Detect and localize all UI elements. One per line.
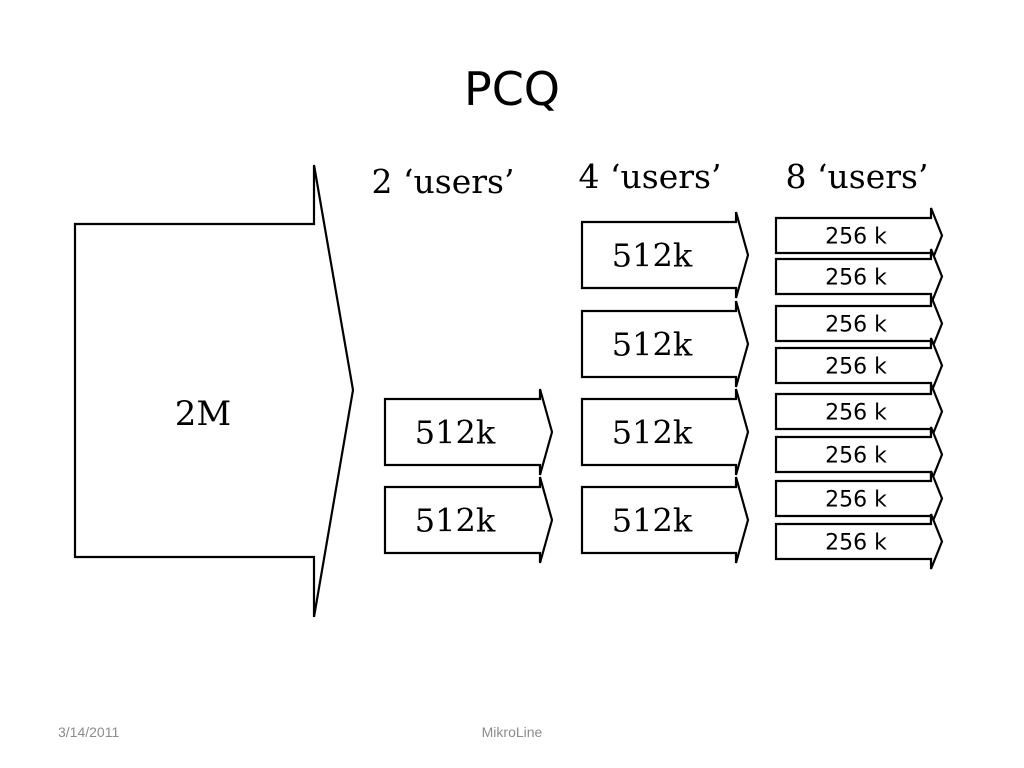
rate-arrow [580, 300, 750, 388]
rate-label: 512k [612, 414, 693, 452]
rate-arrow [774, 513, 944, 570]
rate-arrow [774, 248, 944, 305]
group-header-8-users: 8 ‘users’ [786, 157, 929, 196]
source-label: 2M [175, 394, 231, 434]
rate-label: 256 k [825, 354, 887, 379]
rate-label: 256 k [825, 443, 887, 468]
rate-arrow [580, 388, 750, 476]
group-8-users-arrows: 256 k 256 k 256 k 256 k 256 k 256 k 256 k 256 k [774, 207, 944, 570]
rate-label: 512k [415, 414, 496, 452]
rate-label: 256 k [825, 224, 887, 249]
slide-title: PCQ [463, 62, 561, 116]
rate-arrow [383, 388, 554, 476]
rate-arrow [580, 476, 750, 564]
rate-arrow [774, 470, 944, 527]
rate-arrow [383, 476, 554, 564]
rate-arrow [774, 295, 944, 352]
group-header-4-users: 4 ‘users’ [579, 157, 722, 196]
rate-label: 512k [612, 326, 693, 364]
rate-label: 512k [415, 502, 496, 540]
source-arrow [73, 164, 355, 618]
rate-arrow [774, 337, 944, 394]
rate-label: 512k [612, 237, 693, 275]
rate-arrow [580, 211, 750, 299]
rate-label: 256 k [825, 530, 887, 555]
rate-label: 256 k [825, 400, 887, 425]
rate-arrow [774, 426, 944, 483]
footer-center-text: MikroLine [481, 724, 543, 740]
footer-date: 3/14/2011 [58, 724, 120, 740]
rate-label: 256 k [825, 312, 887, 337]
group-2-users-arrows: 512k 512k [383, 388, 554, 564]
group-4-users-arrows: 512k 512k 512k 512k [580, 211, 750, 564]
rate-label: 256 k [825, 265, 887, 290]
rate-label: 512k [612, 502, 693, 540]
rate-arrow [774, 383, 944, 440]
group-header-2-users: 2 ‘users’ [372, 162, 515, 201]
rate-arrow [774, 207, 944, 264]
rate-label: 256 k [825, 487, 887, 512]
